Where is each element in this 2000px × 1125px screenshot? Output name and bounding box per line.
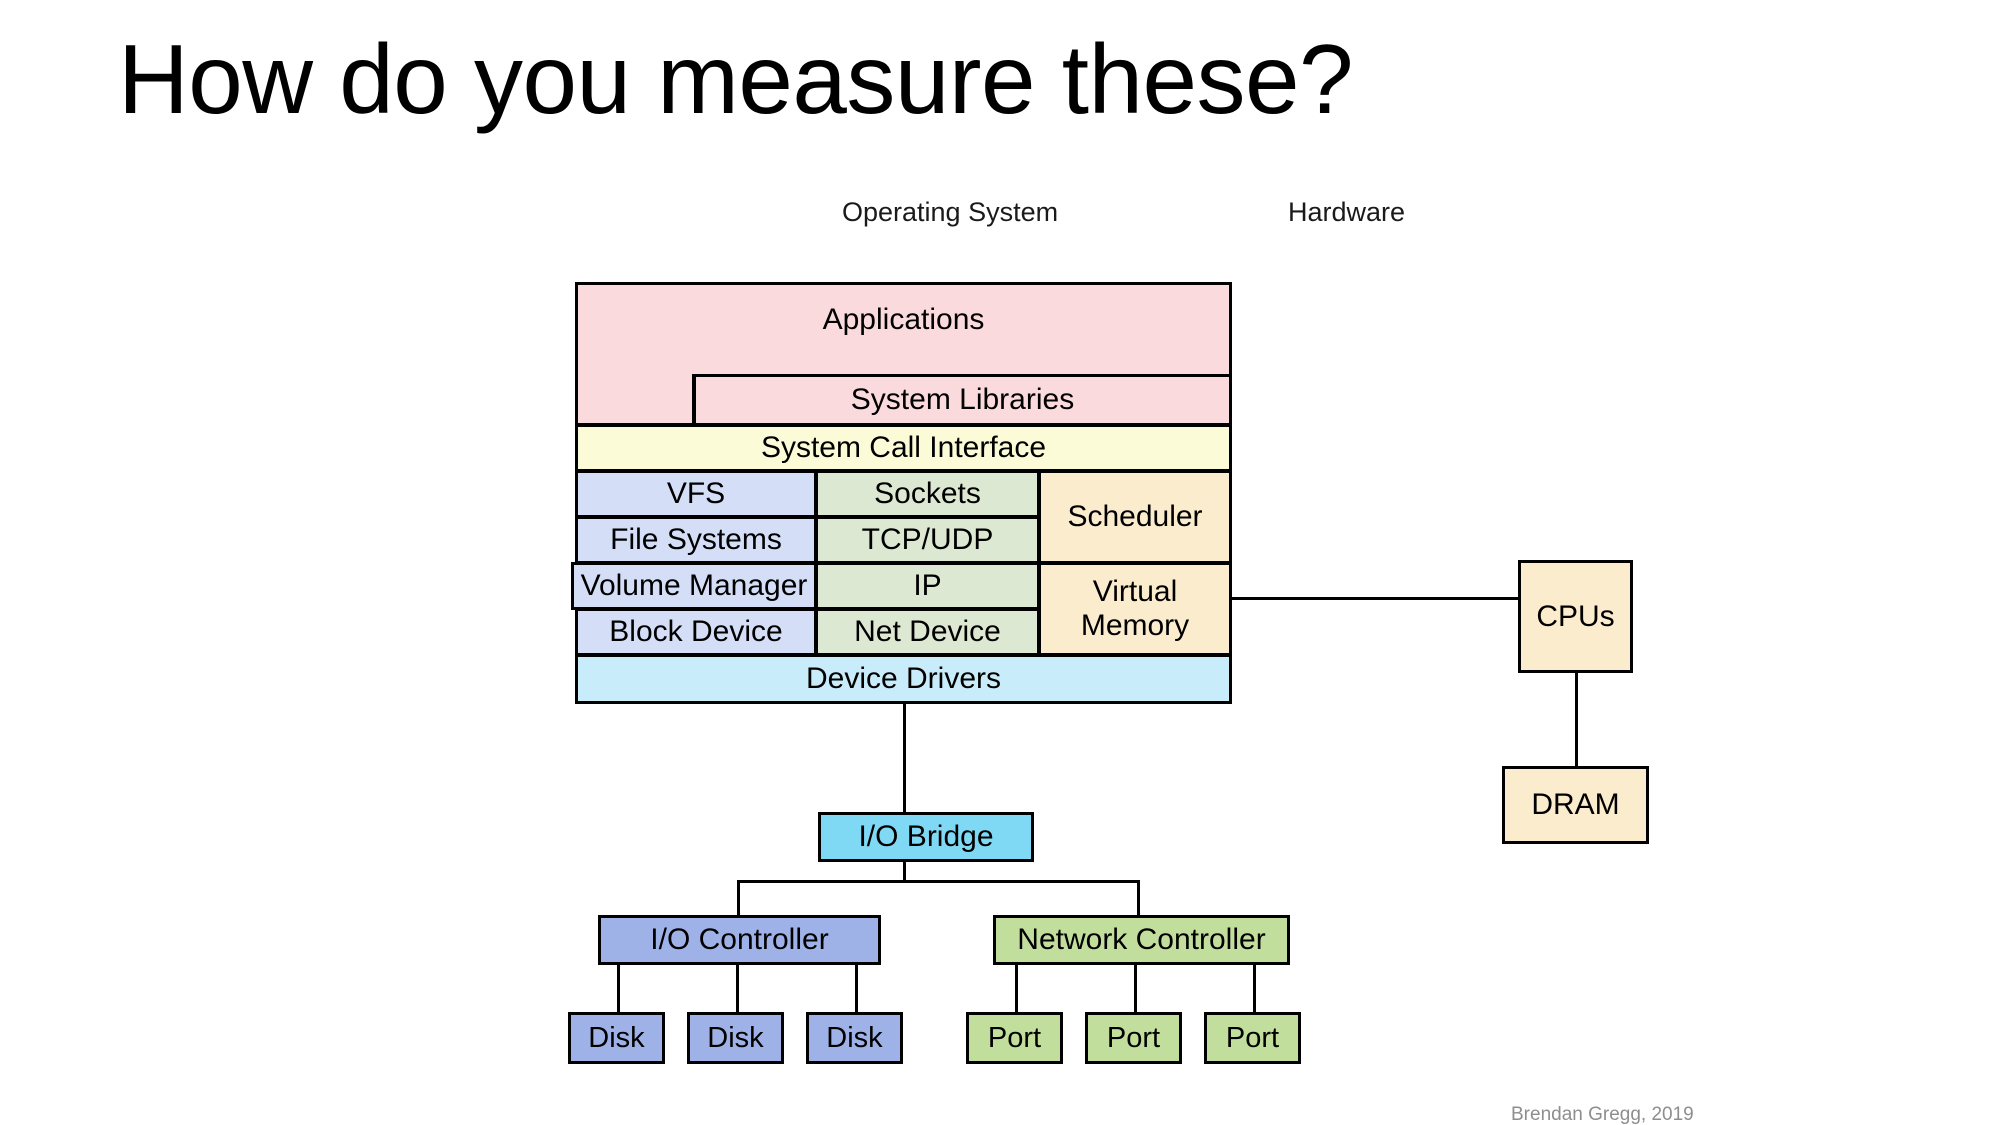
box-applications-filler — [575, 374, 695, 426]
box-network-controller[interactable]: Network Controller — [993, 915, 1290, 965]
box-system-libraries[interactable]: System Libraries — [693, 374, 1232, 426]
box-block-device[interactable]: Block Device — [575, 608, 817, 656]
box-vfs[interactable]: VFS — [575, 470, 817, 518]
box-volume-manager[interactable]: Volume Manager — [571, 562, 817, 610]
box-block-device-label: Block Device — [609, 615, 783, 649]
box-dram[interactable]: DRAM — [1502, 766, 1649, 844]
box-file-systems-label: File Systems — [610, 523, 782, 557]
box-network-controller-label: Network Controller — [1017, 923, 1266, 957]
box-io-controller-label: I/O Controller — [650, 923, 829, 957]
box-io-controller[interactable]: I/O Controller — [598, 915, 881, 965]
connector-network-controller-to-port-3 — [1253, 963, 1256, 1018]
box-virtual-memory-label-line2: Memory — [1080, 609, 1190, 642]
box-scheduler[interactable]: Scheduler — [1038, 470, 1232, 564]
box-disk-2[interactable]: Disk — [687, 1012, 784, 1064]
connector-io-bridge-stem — [903, 860, 906, 882]
box-sockets-label: Sockets — [874, 477, 981, 511]
box-applications-label: Applications — [822, 303, 985, 336]
box-net-device[interactable]: Net Device — [815, 608, 1040, 656]
connector-io-controller-to-disk-2 — [736, 963, 739, 1018]
box-tcp-udp[interactable]: TCP/UDP — [815, 516, 1040, 564]
connector-drivers-to-io-bridge — [903, 704, 906, 814]
connector-vm-to-cpus — [1232, 597, 1520, 600]
box-disk-2-label: Disk — [707, 1021, 764, 1054]
box-cpus-label: CPUs — [1536, 599, 1615, 633]
box-device-drivers-label: Device Drivers — [805, 662, 1002, 696]
connector-cpus-to-dram — [1575, 673, 1578, 768]
box-vfs-label: VFS — [666, 477, 726, 511]
connector-io-controller-to-disk-1 — [617, 963, 620, 1018]
box-device-drivers[interactable]: Device Drivers — [575, 654, 1232, 704]
box-port-2-label: Port — [1106, 1021, 1161, 1054]
connector-network-controller-to-port-1 — [1015, 963, 1018, 1018]
box-io-bridge-label: I/O Bridge — [858, 820, 994, 854]
box-tcp-udp-label: TCP/UDP — [861, 523, 994, 557]
box-disk-3-label: Disk — [826, 1021, 883, 1054]
box-disk-1[interactable]: Disk — [568, 1012, 665, 1064]
box-port-2[interactable]: Port — [1085, 1012, 1182, 1064]
box-system-call-interface-label: System Call Interface — [760, 431, 1047, 465]
page-title: How do you measure these? — [118, 24, 1354, 134]
box-volume-manager-label: Volume Manager — [580, 569, 808, 603]
box-port-1[interactable]: Port — [966, 1012, 1063, 1064]
box-ip-label: IP — [913, 569, 942, 603]
connector-network-controller-to-port-2 — [1134, 963, 1137, 1018]
connector-io-bridge-bus — [737, 880, 1140, 883]
box-applications[interactable]: Applications — [575, 282, 1232, 377]
box-disk-3[interactable]: Disk — [806, 1012, 903, 1064]
box-disk-1-label: Disk — [588, 1021, 645, 1054]
connector-bus-to-network-controller — [1137, 880, 1140, 918]
box-port-3-label: Port — [1225, 1021, 1280, 1054]
caption-operating-system: Operating System — [842, 197, 1059, 227]
box-io-bridge[interactable]: I/O Bridge — [818, 812, 1034, 862]
box-system-call-interface[interactable]: System Call Interface — [575, 424, 1232, 472]
box-net-device-label: Net Device — [854, 615, 1001, 649]
box-file-systems[interactable]: File Systems — [575, 516, 817, 564]
connector-bus-to-io-controller — [737, 880, 740, 918]
box-dram-label: DRAM — [1531, 788, 1620, 822]
box-virtual-memory-label-line1: Virtual — [1092, 575, 1178, 609]
box-ip[interactable]: IP — [815, 562, 1040, 610]
box-scheduler-label: Scheduler — [1067, 500, 1203, 534]
box-cpus[interactable]: CPUs — [1518, 560, 1633, 673]
box-sockets[interactable]: Sockets — [815, 470, 1040, 518]
box-system-libraries-label: System Libraries — [850, 383, 1075, 417]
box-port-1-label: Port — [987, 1021, 1042, 1054]
box-port-3[interactable]: Port — [1204, 1012, 1301, 1064]
box-virtual-memory[interactable]: Virtual Memory — [1038, 562, 1232, 656]
connector-io-controller-to-disk-3 — [855, 963, 858, 1018]
footer-credit: Brendan Gregg, 2019 — [1511, 1104, 1694, 1125]
caption-hardware: Hardware — [1288, 197, 1406, 227]
